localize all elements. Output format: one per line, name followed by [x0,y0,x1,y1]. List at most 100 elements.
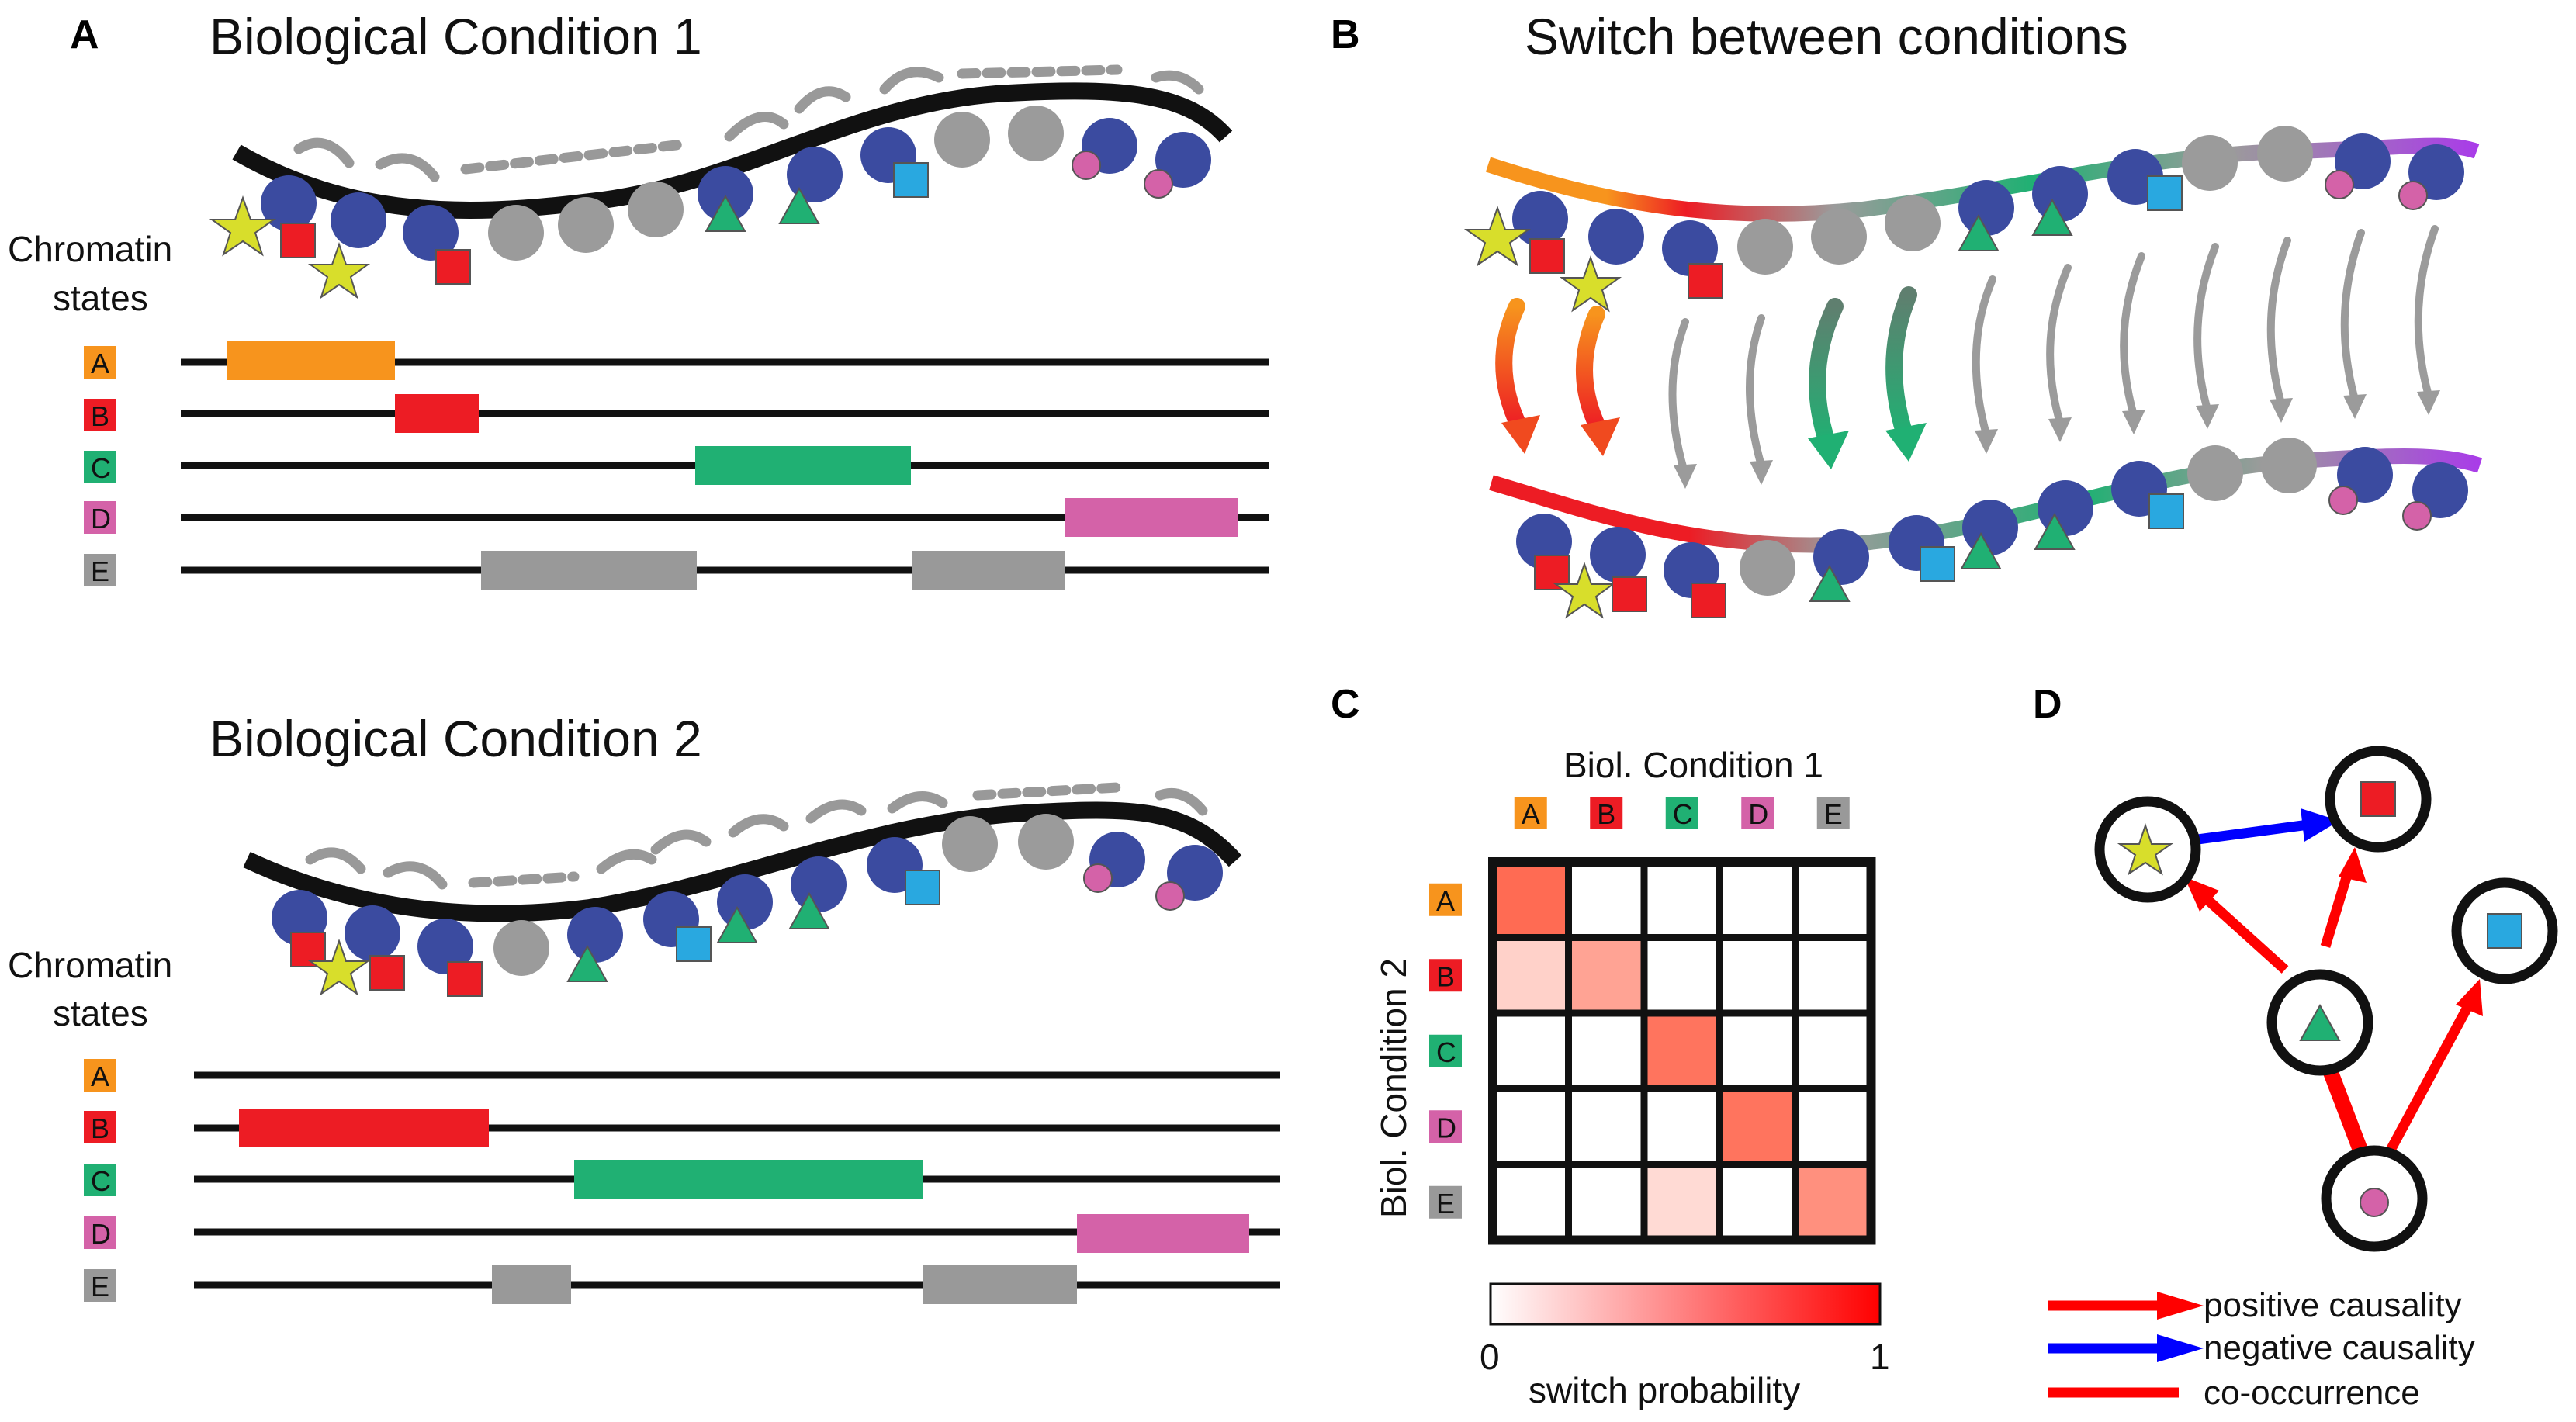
transcription-arrows [305,782,1208,890]
matrix-cell [1716,1161,1799,1244]
colorbar-min-label: 0 [1480,1337,1500,1377]
state-label: E [91,1271,109,1303]
matrix-row-axis-label: Biol. Condition 2 [1373,958,1414,1218]
matrix-column-header: C [1665,797,1698,830]
matrix-column-axis-label: Biol. Condition 1 [1563,745,1823,785]
chromatin-states-label-line2: states [53,278,148,318]
legend-co-occurrence-label: co-occurrence [2204,1374,2420,1412]
condition-1-section: Biological Condition 1 [8,8,1269,590]
state-label: B [1597,798,1615,830]
positive-causality-edge [2193,887,2289,974]
matrix-row-headers: A B C D E [1429,883,1462,1220]
matrix-column-header: E [1816,797,1850,830]
matrix-row-header: B [1429,959,1462,992]
matrix-cell [1716,934,1799,1017]
matrix-cell [1565,1085,1648,1168]
switch-arrow-orange [1495,298,1528,435]
causality-network [2094,746,2558,1252]
state-label: A [91,348,109,379]
star-mark [209,195,277,257]
top-histone-marks [1463,170,2428,313]
state-track-b: B [84,1109,1280,1147]
matrix-border [1488,857,1876,1245]
condition-2-title: Biological Condition 2 [209,710,702,767]
state-label: D [91,1218,111,1250]
state-track-e: E [84,1265,1280,1304]
dna-strand [232,82,1233,219]
negative-causality-edge [2180,819,2309,847]
state-track-c: C [84,446,1269,485]
panel-b-title: Switch between conditions [1525,8,2128,65]
matrix-cell [1565,858,1648,941]
colorbar-title: switch probability [1529,1370,1800,1410]
matrix-cell [1489,1085,1572,1168]
matrix-cell [1489,1009,1572,1092]
legend-negative-label: negative causality [2204,1329,2475,1367]
matrix-cell [1565,1161,1648,1244]
matrix-row-header: D [1429,1110,1462,1143]
legend-negative-causality: negative causality [2048,1329,2475,1367]
state-label: A [1522,798,1540,830]
transcription-arrows [293,64,1204,182]
matrix-column-header: D [1741,797,1774,830]
matrix-row-header: A [1429,883,1462,917]
condition-1-chromatin-fiber [209,64,1233,299]
switch-arrows [1495,225,2440,489]
matrix-cell [1640,934,1723,1017]
bottom-histone-marks [1534,486,2432,619]
matrix-cell [1489,858,1572,941]
condition-2-chromatin-fiber [243,782,1242,997]
state-label: D [1436,1112,1456,1143]
matrix-cell [1792,934,1875,1017]
node-triangle [2266,969,2373,1076]
state-tracks-condition-2: A B C D E [84,1059,1280,1304]
positive-causality-edge [2384,1000,2474,1157]
positive-causality-edge [2320,866,2355,948]
matrix-cell [1489,934,1572,1017]
matrix-cell [1792,1009,1875,1092]
state-label: C [91,452,111,484]
chromatin-states-label-line1: Chromatin [8,229,172,269]
state-label: B [1436,960,1455,992]
matrix-cell [1792,1161,1875,1244]
state-label: E [1436,1188,1455,1220]
state-track-d: D [84,1214,1280,1253]
node-red-square [2325,746,2432,853]
matrix-cell [1565,934,1648,1017]
state-label: A [91,1060,109,1092]
matrix-cell [1489,1161,1572,1244]
matrix-column-header: B [1590,797,1623,830]
matrix-cell [1640,1161,1723,1244]
matrix-column-headers: A B C D E [1514,797,1850,830]
colorbar-gradient [1489,1282,1882,1326]
state-label: E [1824,798,1843,830]
matrix-cell [1716,1009,1799,1092]
top-nucleosomes [1512,126,2464,276]
state-track-b: B [84,394,1269,433]
legend-positive-causality: positive causality [2048,1286,2462,1324]
legend-positive-label: positive causality [2204,1286,2462,1324]
state-track-e: E [84,551,1269,590]
matrix-cell [1716,1085,1799,1168]
chromatin-states-label-line1: Chromatin [8,945,172,985]
state-label: E [91,555,109,587]
panel-c-letter: C [1331,682,1360,727]
state-label: A [1436,885,1455,917]
nucleosomes [272,814,1223,976]
state-label: D [91,503,111,535]
matrix-cell [1565,1009,1648,1092]
switch-arrow-orange [1576,306,1607,437]
matrix-row-header: C [1429,1034,1462,1068]
co-occurrence-edge [2320,1061,2369,1155]
colorbar-max-label: 1 [1870,1337,1890,1377]
switch-diagram [1463,126,2483,619]
panel-d-letter: D [2033,682,2062,727]
colorbar: 0 1 switch probability [1480,1282,1890,1410]
histone-marks [209,151,1173,299]
matrix-cell [1640,858,1723,941]
chromatin-states-label-line2: states [53,993,148,1033]
histone-marks [290,863,1185,997]
state-label: B [91,1112,109,1144]
matrix-row-header: E [1429,1185,1462,1220]
